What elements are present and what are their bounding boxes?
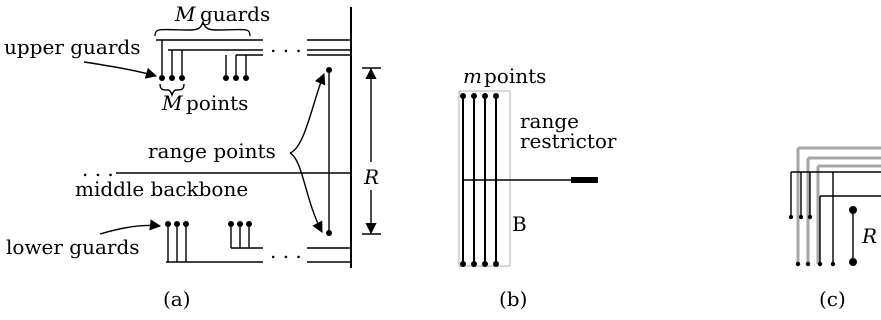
panel-a: . . . M guards upper guards M points ran…: [4, 2, 381, 311]
points-count-var: M: [161, 91, 183, 115]
b-point: [493, 261, 499, 267]
c-point: [807, 214, 813, 220]
caption-c: (c): [819, 287, 846, 311]
c-line-3: [819, 195, 881, 264]
range-restrictor-line2: restrictor: [520, 129, 617, 153]
c-range-point-top: [849, 206, 857, 214]
points-brace: [159, 83, 185, 98]
c-point: [805, 261, 811, 267]
b-point: [460, 261, 466, 267]
range-restrictor-line1: range: [520, 109, 579, 133]
middle-dots-label: . . .: [82, 157, 114, 181]
b-point: [493, 93, 499, 99]
lower-guard-point: [246, 221, 252, 227]
c-range-point-bottom: [849, 258, 857, 266]
lower-guard-point: [165, 221, 171, 227]
upper-guard-point: [233, 75, 239, 81]
range-points-label: range points: [148, 139, 276, 163]
c-gray-guard-3: [816, 164, 881, 264]
b-points-var: m: [463, 64, 482, 88]
b-point: [471, 93, 477, 99]
c-line-1: [790, 171, 881, 217]
lower-guard-point: [237, 221, 243, 227]
guards-brace: [154, 19, 251, 37]
upper-guard-point: [179, 75, 185, 81]
range-var-label: R: [363, 165, 379, 189]
b-point: [471, 261, 477, 267]
c-point: [830, 261, 836, 267]
lower-guard-legs: [167, 224, 250, 262]
c-point: [817, 261, 823, 267]
range-points-arrow-up: [289, 72, 326, 154]
upper-guards-label: upper guards: [4, 35, 140, 59]
c-point: [795, 261, 801, 267]
b-points-word: points: [484, 64, 546, 88]
panel-b: m points range restrictor B (b): [458, 64, 617, 311]
lower-dots-label: . . .: [270, 239, 302, 263]
c-point: [798, 214, 804, 220]
upper-guard-legs-1: [161, 40, 183, 78]
b-point: [460, 93, 466, 99]
points-count-word: points: [186, 91, 248, 115]
c-gray-guard-1: [796, 146, 881, 264]
guards-count-var: M: [174, 2, 196, 26]
upper-guard-point: [223, 75, 229, 81]
c-point: [788, 214, 794, 220]
c-gray-guard-2: [806, 156, 881, 264]
upper-dots-label: . . .: [270, 33, 302, 57]
lower-guards-arrow: [99, 219, 162, 235]
range-points-arrow-down: [289, 152, 323, 233]
upper-guard-point: [159, 75, 165, 81]
b-point: [482, 261, 488, 267]
range-point-bottom: [326, 230, 332, 236]
c-range-var-label: R: [861, 224, 877, 248]
caption-b: (b): [499, 287, 527, 311]
lower-guard-point: [183, 221, 189, 227]
lower-guard-point: [228, 221, 234, 227]
c-line-2: [800, 172, 811, 217]
range-restrictor-bar: [571, 177, 598, 183]
b-point: [482, 93, 488, 99]
upper-guard-legs-2: [225, 55, 247, 78]
upper-guard-point: [243, 75, 249, 81]
caption-a: (a): [163, 287, 191, 311]
b-box-label: B: [512, 212, 527, 236]
lower-guards-label: lower guards: [6, 235, 140, 259]
middle-backbone-label: middle backbone: [75, 177, 248, 201]
range-point-top: [326, 67, 332, 73]
panel-c: R (c): [788, 146, 881, 311]
lower-guard-point: [174, 221, 180, 227]
upper-guards-arrow: [83, 61, 158, 79]
guards-count-word: guards: [200, 2, 270, 26]
upper-guard-point: [169, 75, 175, 81]
